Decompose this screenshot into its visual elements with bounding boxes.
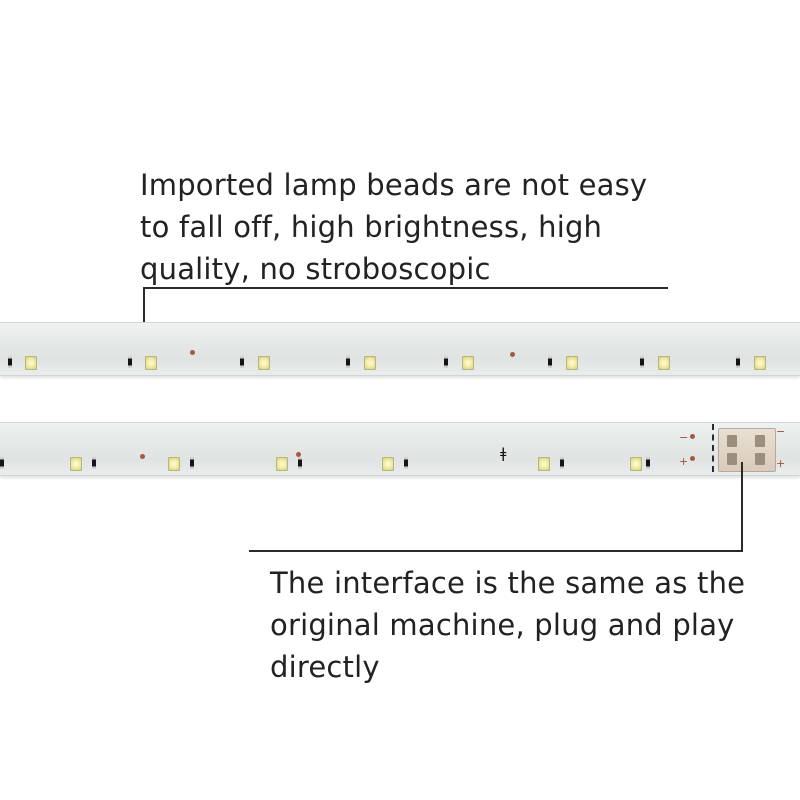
connector-pin bbox=[755, 453, 765, 465]
resistor bbox=[646, 457, 650, 469]
solder-pad bbox=[140, 454, 145, 459]
callout-bottom-line: directly bbox=[270, 650, 380, 684]
connector-pin bbox=[727, 453, 737, 465]
led-bead bbox=[462, 356, 474, 370]
led-strip-top bbox=[0, 322, 800, 376]
led-bead bbox=[364, 356, 376, 370]
resistor bbox=[0, 457, 4, 469]
resistor bbox=[736, 356, 740, 368]
led-bead bbox=[630, 457, 642, 471]
led-bead bbox=[754, 356, 766, 370]
solder-pad bbox=[296, 452, 301, 457]
resistor bbox=[560, 457, 564, 469]
led-bead bbox=[538, 457, 550, 471]
led-bead bbox=[168, 457, 180, 471]
solder-pad bbox=[690, 434, 695, 439]
led-bead bbox=[258, 356, 270, 370]
callout-bottom-text: The interface is the same as the origina… bbox=[270, 562, 745, 688]
polarity-plus-mark: + bbox=[679, 455, 689, 468]
led-bead bbox=[25, 356, 37, 370]
callout-top-line: to fall off, high brightness, high bbox=[140, 210, 603, 244]
connector-pin bbox=[727, 435, 737, 447]
callout-bottom-leader-horizontal bbox=[249, 550, 743, 552]
polarity-minus-mark: − bbox=[776, 425, 786, 438]
led-bead bbox=[382, 457, 394, 471]
resistor bbox=[640, 356, 644, 368]
connector-pin bbox=[755, 435, 765, 447]
solder-pad bbox=[190, 350, 195, 355]
polarity-minus-mark: − bbox=[679, 431, 689, 444]
resistor bbox=[548, 356, 552, 368]
callout-top-leader-horizontal bbox=[143, 287, 668, 289]
callout-top-line: Imported lamp beads are not easy bbox=[140, 168, 648, 202]
callout-bottom-line: The interface is the same as the bbox=[270, 566, 746, 600]
resistor bbox=[240, 356, 244, 368]
solder-pad bbox=[510, 352, 515, 357]
resistor bbox=[404, 457, 408, 469]
resistor bbox=[346, 356, 350, 368]
callout-top-text: Imported lamp beads are not easy to fall… bbox=[140, 164, 647, 290]
resistor bbox=[298, 457, 302, 469]
connector-plug bbox=[718, 428, 776, 472]
callout-bottom-line: original machine, plug and play bbox=[270, 608, 735, 642]
cut-line bbox=[712, 424, 714, 472]
solder-pad bbox=[690, 456, 695, 461]
resistor bbox=[128, 356, 132, 368]
led-bead bbox=[658, 356, 670, 370]
led-strip-bottom bbox=[0, 422, 800, 476]
resistor bbox=[444, 356, 448, 368]
led-bead bbox=[70, 457, 82, 471]
callout-bottom-leader-vertical bbox=[741, 462, 743, 552]
resistor bbox=[8, 356, 12, 368]
led-bead bbox=[276, 457, 288, 471]
diode-symbol: ǂ bbox=[500, 446, 507, 462]
polarity-plus-mark: + bbox=[776, 457, 786, 470]
resistor bbox=[190, 457, 194, 469]
led-bead bbox=[145, 356, 157, 370]
led-bead bbox=[566, 356, 578, 370]
resistor bbox=[92, 457, 96, 469]
callout-top-line: quality, no stroboscopic bbox=[140, 252, 491, 286]
